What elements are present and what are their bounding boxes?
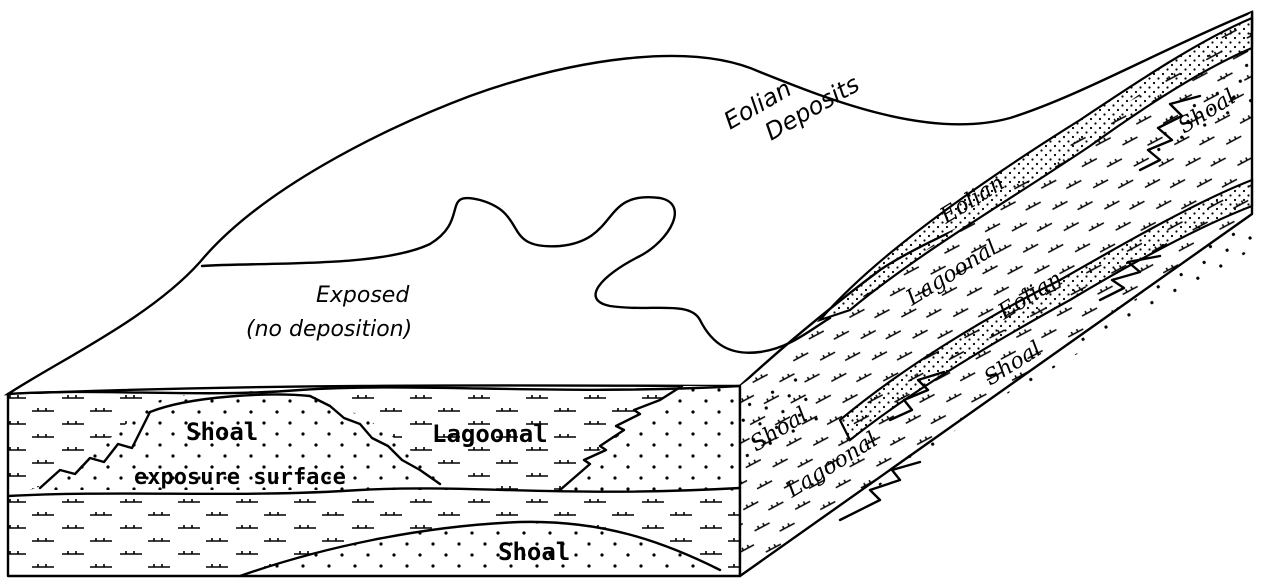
label-front-shoal-lower: Shoal: [498, 538, 570, 566]
label-exposure-surface: exposure surface: [134, 465, 346, 490]
label-front-lagoonal: Lagoonal: [432, 420, 548, 448]
label-front-shoal-upper: Shoal: [186, 418, 258, 446]
label-no-deposition: (no deposition): [246, 317, 412, 342]
label-exposed: Exposed: [316, 283, 410, 308]
